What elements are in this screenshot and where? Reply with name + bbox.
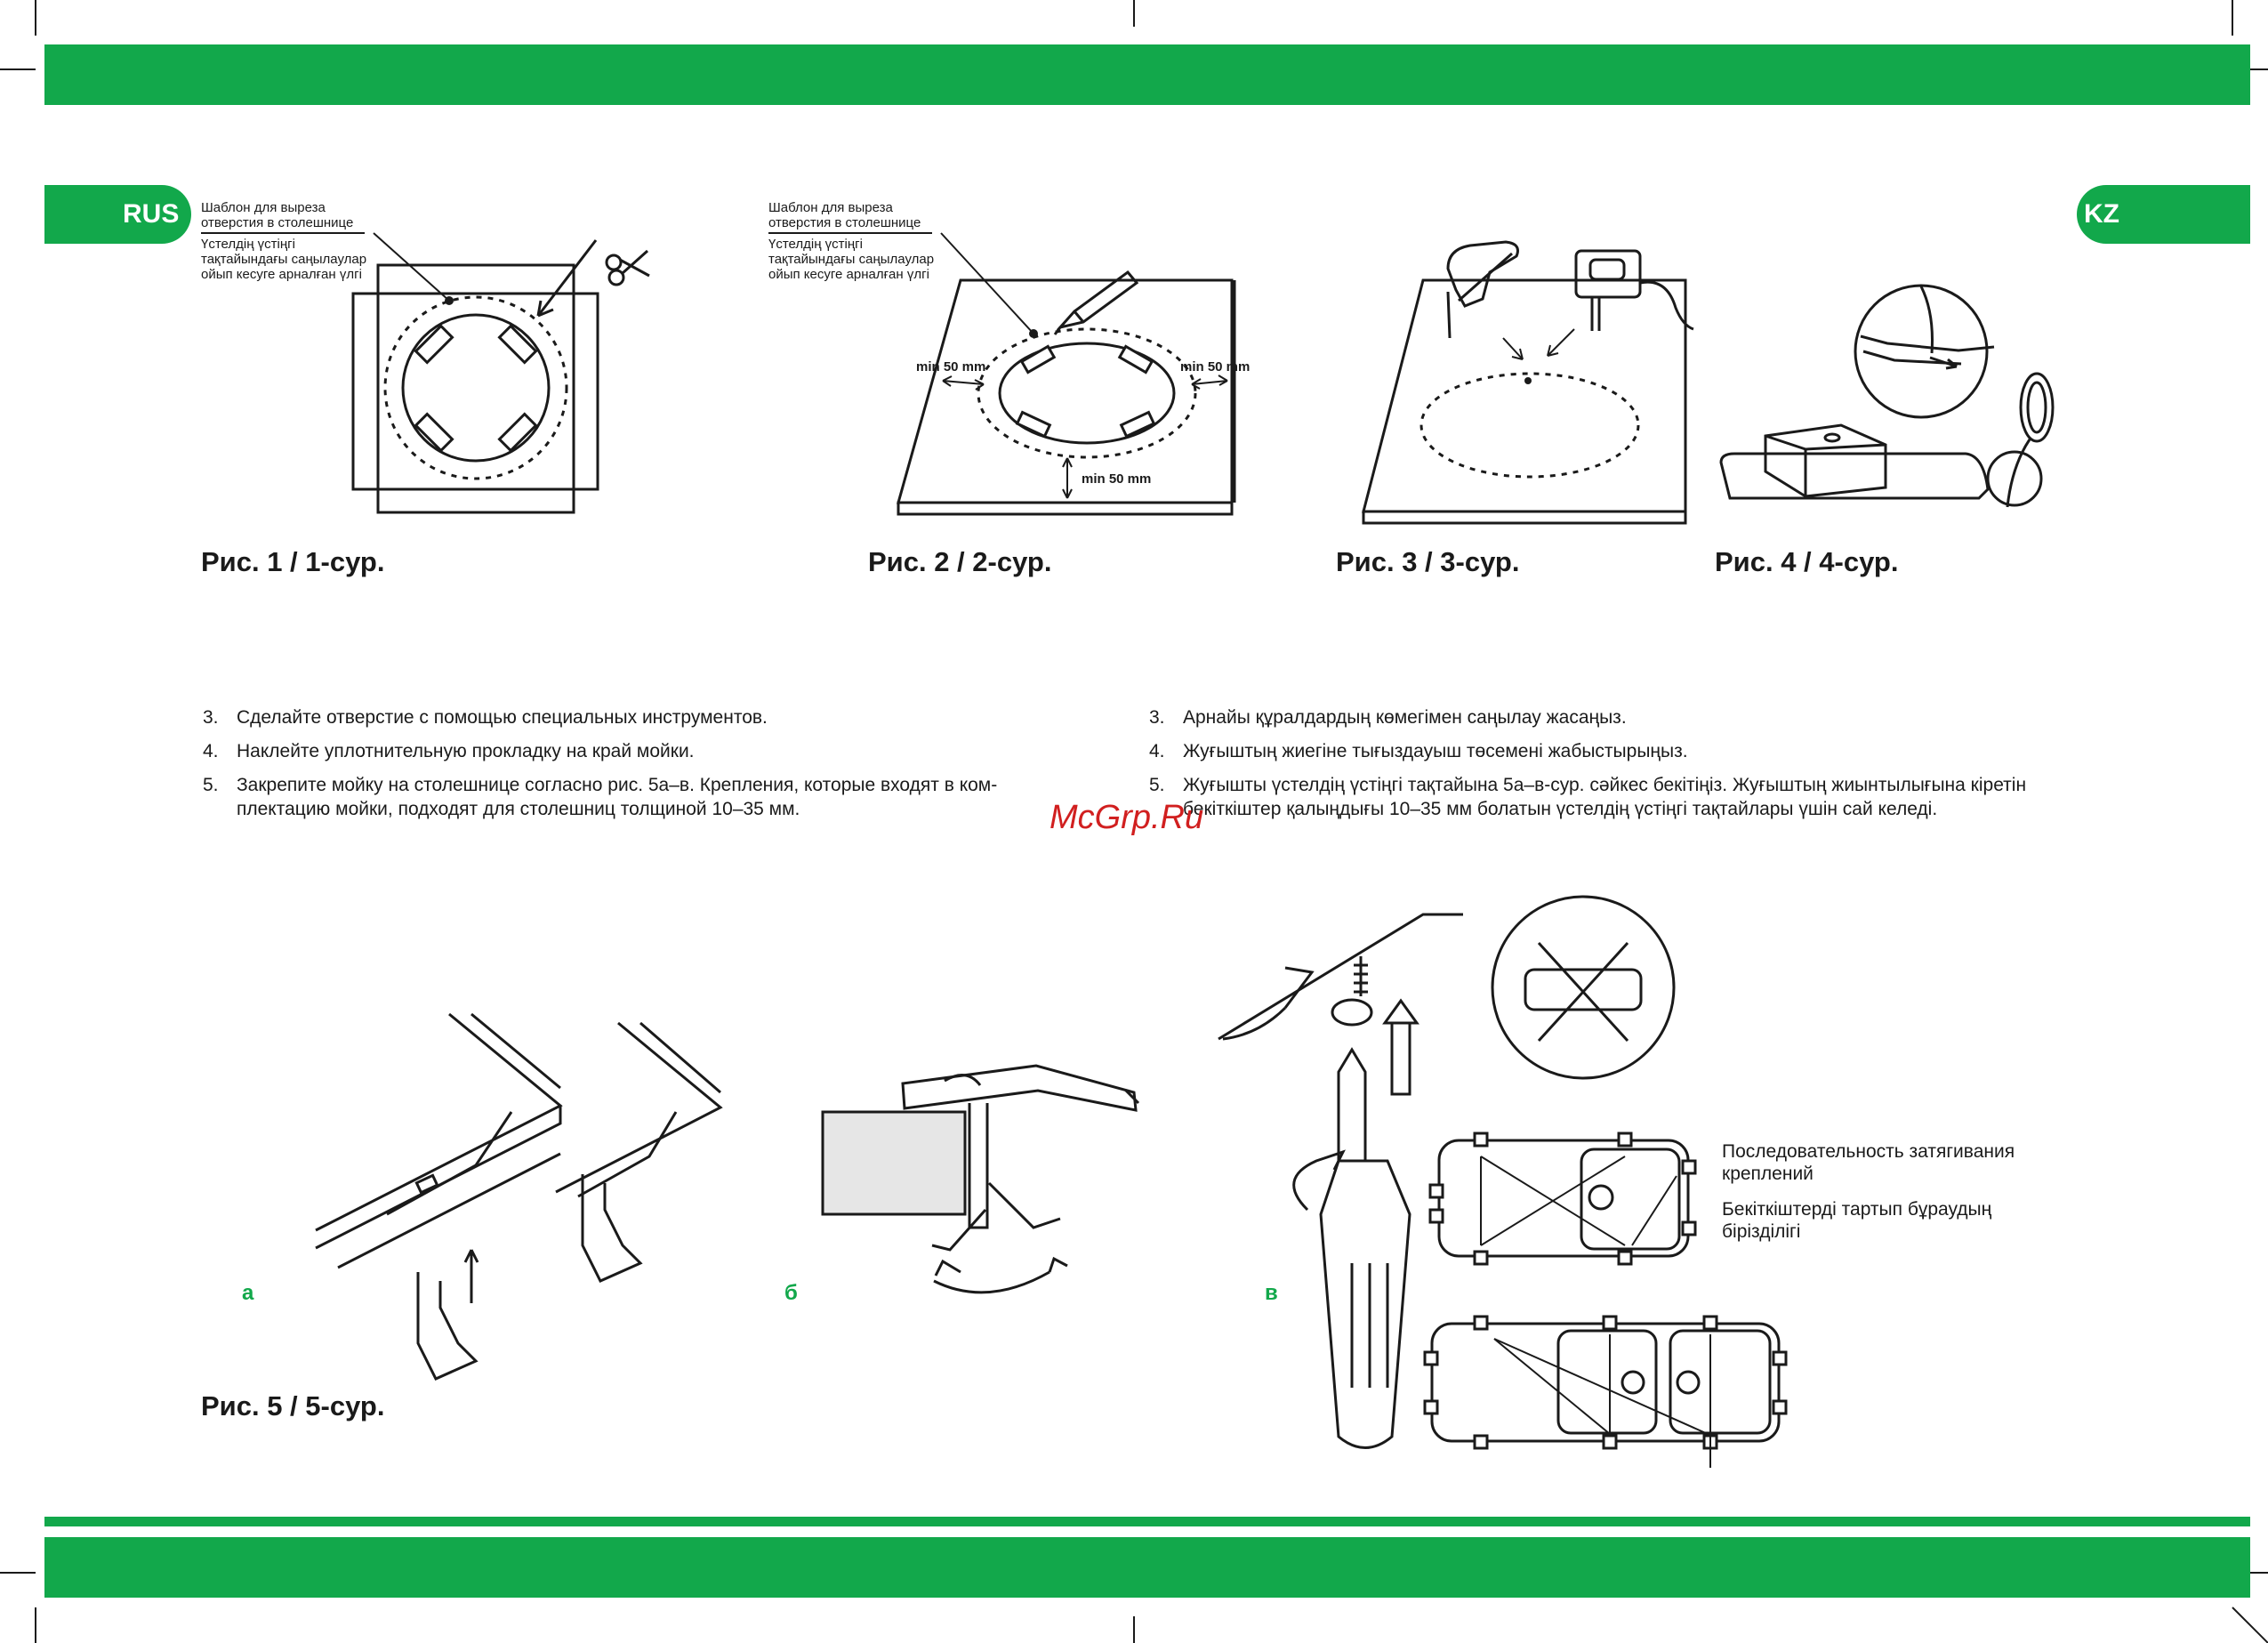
ru-step-4-number: 4.	[203, 741, 219, 761]
ru-step-3-number: 3.	[203, 707, 219, 728]
kz-step-4-number: 4.	[1149, 741, 1165, 761]
kz-step-5-text: Жуғышты үстелдің үстіңгі тақтайына 5а–в-…	[1183, 775, 2027, 819]
watermark: McGrp.Ru	[1050, 799, 1204, 836]
kz-step-3-text: Арнайы құралдардың көмегімен саңылау жас…	[1183, 707, 1627, 728]
fig3-caption: Рис. 3 / 3-сур.	[1336, 546, 1520, 577]
rus-tab-label: RUS	[123, 199, 180, 229]
fig2-label-ru: Шаблон для выреза отверстия в столешнице	[768, 200, 921, 230]
ru-step-3-text: Сделайте отверстие с помощью специальных…	[237, 707, 768, 728]
fig2-label-kz: Үстелдің үстіңгі тақтайындағы саңылаулар…	[768, 237, 935, 282]
top-green-bar	[44, 44, 2250, 105]
fig5-sub-b: б	[784, 1281, 798, 1305]
fig5-sequence-kz: Бекіткіштерді тартып бұраудың бірізділіг…	[1722, 1199, 1992, 1242]
kz-step-4-text: Жуғыштың жиегіне тығыздауыш төсемені жаб…	[1183, 741, 1688, 761]
fig5-sub-v: в	[1265, 1281, 1278, 1305]
fig5-caption: Рис. 5 / 5-сур.	[201, 1390, 385, 1422]
fig1-caption: Рис. 1 / 1-сур.	[201, 546, 385, 577]
footer-thin-green-bar	[44, 1517, 2250, 1526]
fig5-sub-a: а	[242, 1281, 254, 1305]
fig2-caption: Рис. 2 / 2-сур.	[868, 546, 1052, 577]
kz-step-3-number: 3.	[1149, 707, 1165, 728]
ru-step-4-text: Наклейте уплотнительную прокладку на кра…	[237, 741, 695, 761]
kz-step-5-number: 5.	[1149, 775, 1165, 795]
kz-tab	[2077, 185, 2250, 244]
kz-tab-label: KZ	[2084, 199, 2119, 229]
fig1-label-kz: Үстелдің үстіңгі тақтайындағы саңылаулар…	[201, 237, 367, 282]
fig2-dim-bottom: min 50 mm	[1082, 471, 1152, 487]
fig4-caption: Рис. 4 / 4-сур.	[1715, 546, 1899, 577]
rus-tab	[44, 185, 191, 244]
fig2-dim-left: min 50 mm	[916, 359, 986, 375]
footer-green-bar	[44, 1537, 2250, 1598]
fig5-sequence-ru: Последовательность затягивания креплений	[1722, 1141, 2015, 1184]
fig1-label-ru: Шаблон для выреза отверстия в столешнице	[201, 200, 354, 230]
ru-step-5-number: 5.	[203, 775, 219, 795]
fig2-dim-right: min 50 mm	[1180, 359, 1251, 375]
ru-step-5-text: Закрепите мойку на столешнице согласно р…	[237, 775, 998, 819]
